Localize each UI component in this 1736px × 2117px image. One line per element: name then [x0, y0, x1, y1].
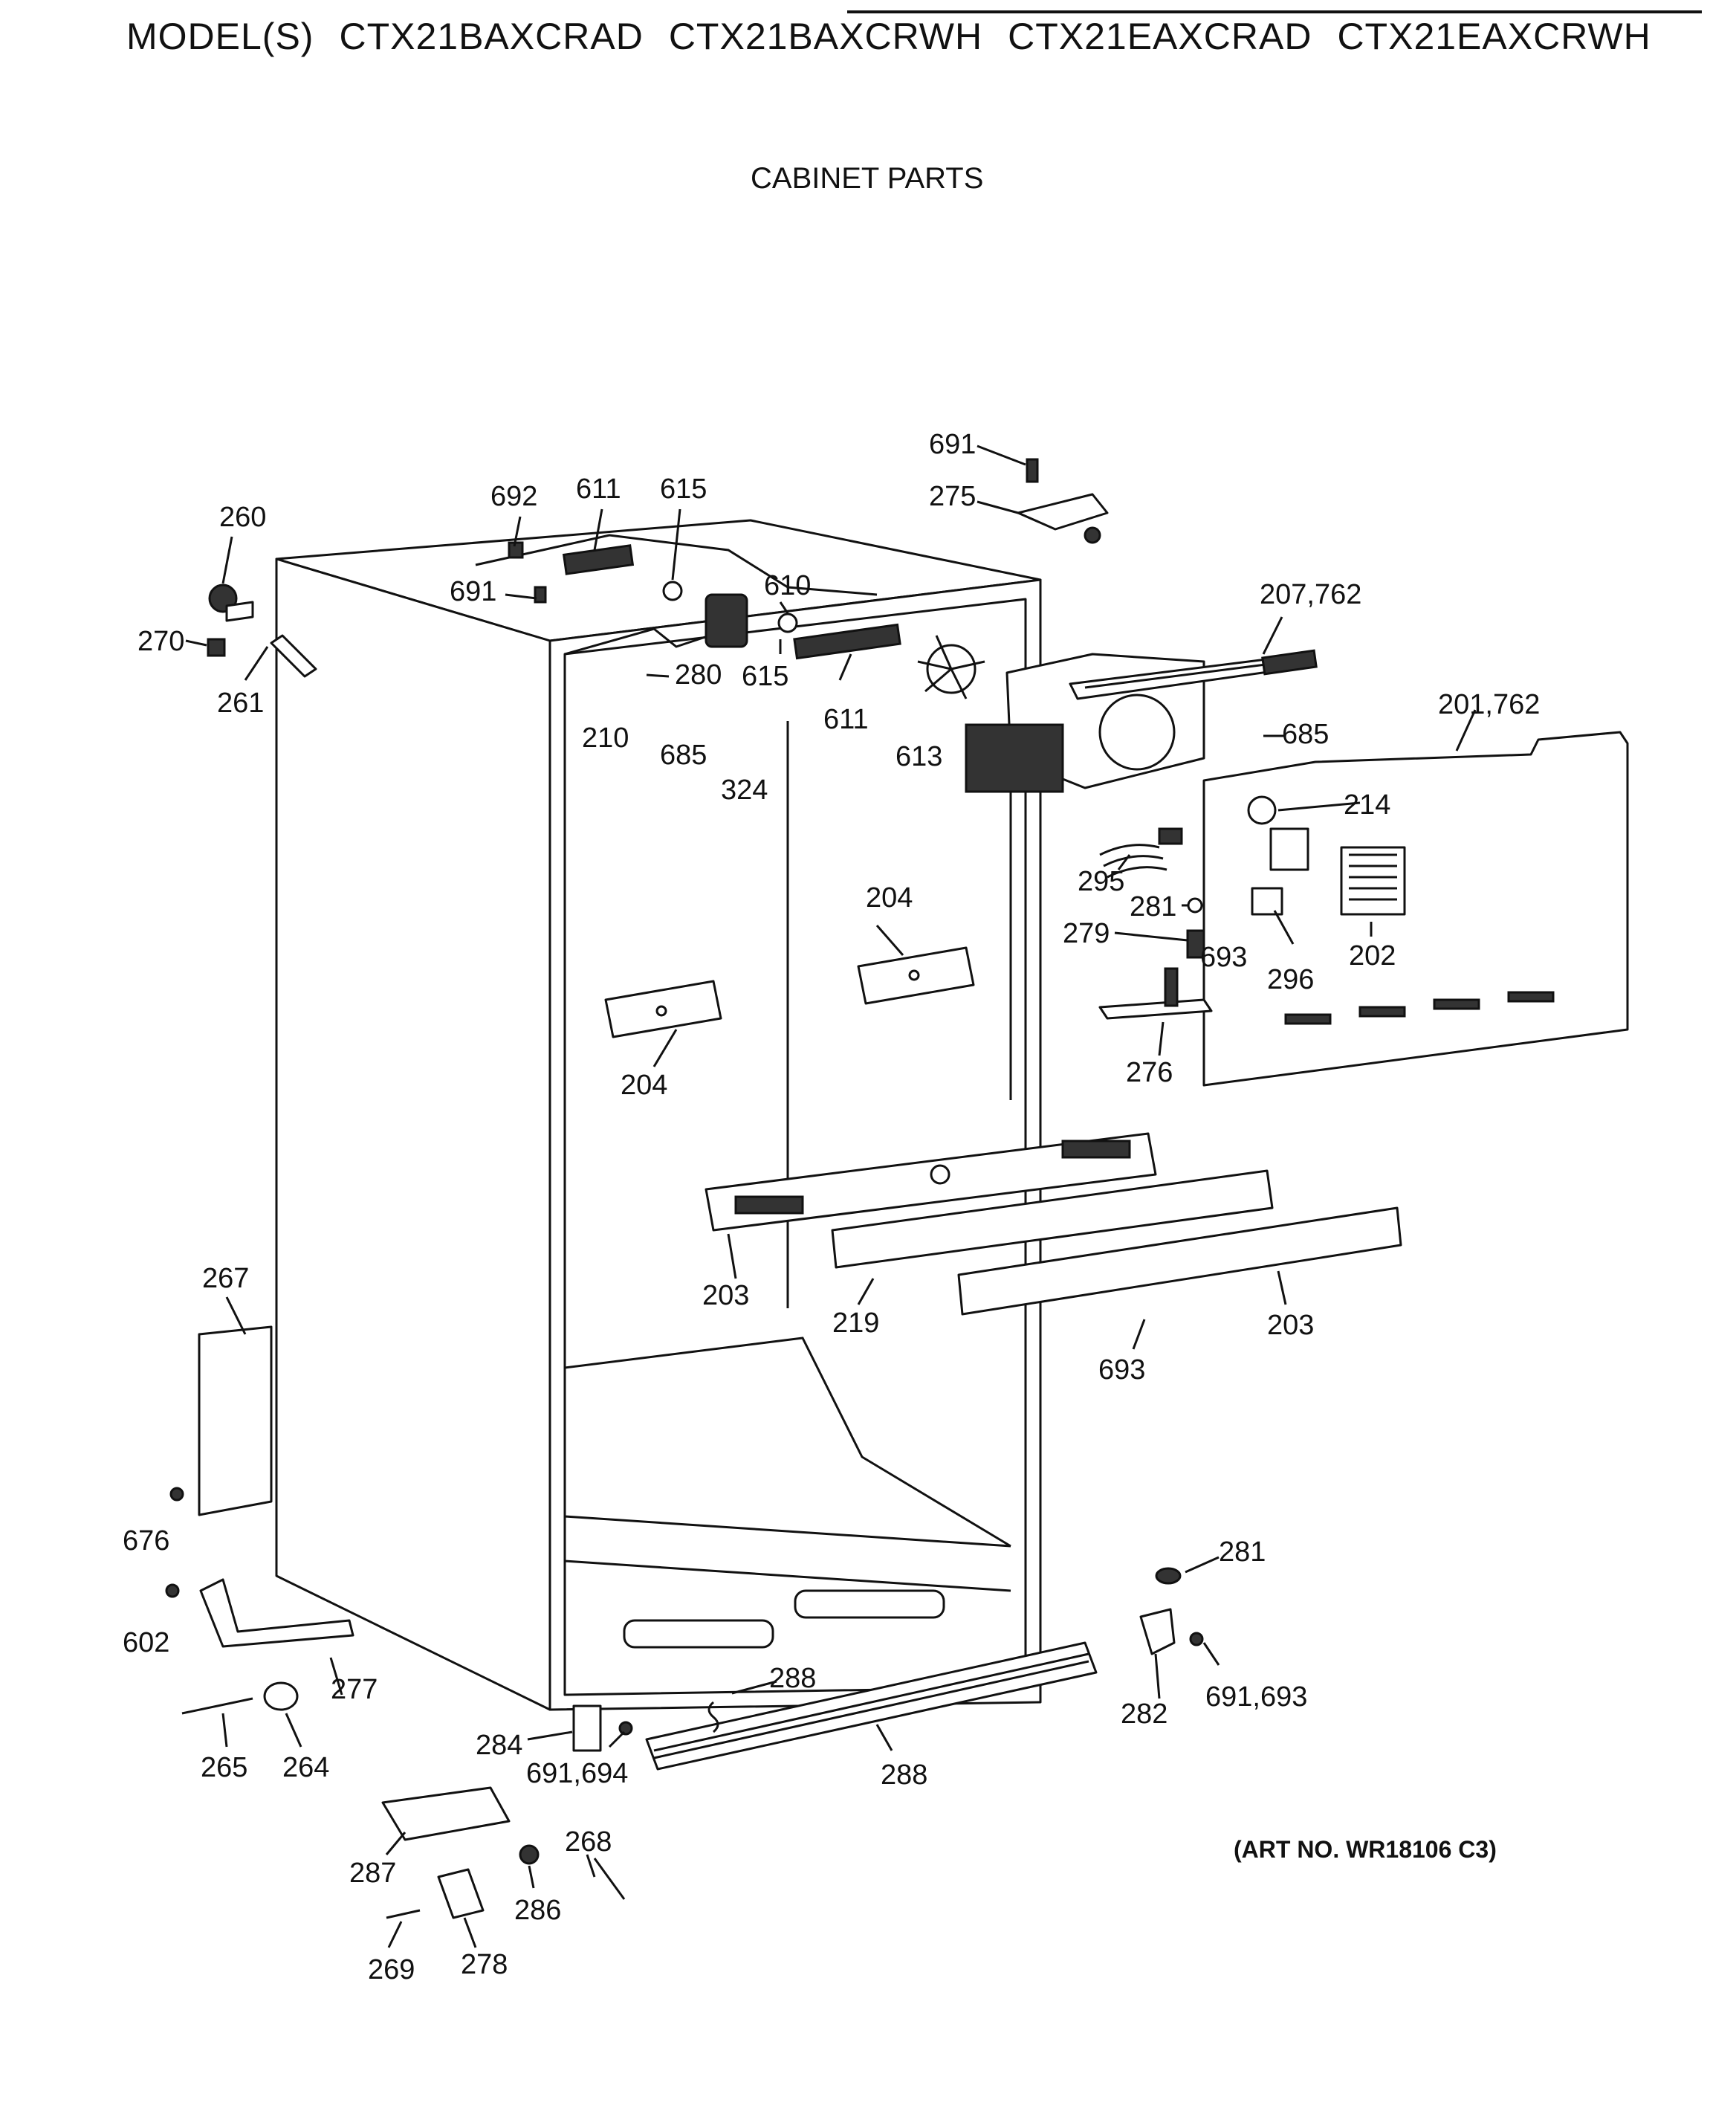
- model-number: CTX21BAXCRWH: [668, 16, 983, 57]
- callout-label: 288: [881, 1759, 927, 1791]
- callout-label: 288: [769, 1663, 816, 1694]
- callout-label: 615: [660, 474, 707, 505]
- callout-label: 287: [349, 1858, 396, 1889]
- callout-label: 602: [123, 1627, 169, 1658]
- damper-control: [1098, 827, 1213, 1020]
- callout-label: 685: [1282, 719, 1329, 750]
- callout-label: 691,694: [526, 1758, 628, 1789]
- model-number: CTX21EAXCRWH: [1337, 16, 1651, 57]
- callout-label: 202: [1349, 940, 1396, 972]
- bottom-grille: [572, 1641, 1098, 1771]
- callout-label: 219: [832, 1308, 879, 1339]
- art-number: (ART NO. WR18106 C3): [1234, 1836, 1497, 1863]
- model-number: CTX21EAXCRAD: [1008, 16, 1312, 57]
- model-prefix: MODEL(S): [126, 16, 314, 57]
- callout-label: 201,762: [1438, 689, 1540, 720]
- callout-label: 611: [823, 704, 869, 735]
- callout-label: 204: [866, 882, 913, 914]
- fan-motor-assembly: [508, 541, 985, 699]
- hinge-part: [1017, 458, 1109, 544]
- callout-label: 691: [929, 429, 976, 460]
- callout-label: 615: [742, 661, 788, 692]
- callout-label: 282: [1121, 1699, 1167, 1730]
- model-number: CTX21BAXCRAD: [339, 16, 644, 57]
- header-rule: [847, 10, 1702, 13]
- callout-label: 324: [721, 775, 768, 806]
- cabinet-body: [275, 519, 1042, 1711]
- callout-label: 278: [461, 1949, 508, 1980]
- callout-label: 261: [217, 688, 264, 719]
- callout-label: 279: [1063, 918, 1110, 949]
- callout-label: 207,762: [1260, 579, 1361, 610]
- callout-label: 676: [123, 1525, 169, 1557]
- callout-label: 613: [895, 741, 942, 772]
- callout-label: 295: [1078, 866, 1124, 897]
- divider-rail: [831, 1169, 1274, 1269]
- callout-label: 268: [565, 1826, 612, 1858]
- callout-label: 693: [1200, 942, 1247, 973]
- shelf-bracket: [857, 946, 975, 1005]
- callout-label: 265: [201, 1752, 247, 1783]
- callout-label: 276: [1126, 1057, 1173, 1088]
- callout-label: 286: [514, 1895, 561, 1926]
- callout-labels: 691 275 692 611 615 260 691 610 207,762 …: [123, 429, 1540, 1985]
- callout-label: 296: [1267, 964, 1314, 995]
- water-valve: [207, 584, 317, 678]
- callout-label: 691: [450, 576, 496, 607]
- callout-label: 692: [490, 481, 537, 512]
- callout-label: 210: [582, 723, 629, 754]
- callout-label: 203: [1267, 1310, 1314, 1341]
- callout-label: 269: [368, 1954, 415, 1985]
- leveling-parts: [165, 1487, 354, 1715]
- door-stop: [1139, 1567, 1204, 1655]
- callout-label: 685: [660, 740, 707, 771]
- callout-label: 284: [476, 1730, 522, 1761]
- callout-label: 270: [137, 626, 184, 657]
- shelf-bracket: [604, 980, 722, 1038]
- evaporator-duct: [965, 649, 1318, 793]
- callout-label: 267: [202, 1263, 249, 1294]
- mullion-rail: [957, 1206, 1402, 1316]
- callout-label: 611: [576, 474, 621, 505]
- callout-label: 264: [282, 1752, 329, 1783]
- section-title: CABINET PARTS: [751, 162, 984, 195]
- callout-label: 214: [1344, 789, 1390, 821]
- callout-label: 610: [764, 570, 811, 601]
- model-header: MODEL(S) CTX21BAXCRAD CTX21BAXCRWH CTX21EAX…: [126, 15, 1677, 58]
- callout-label: 260: [219, 502, 266, 533]
- callout-label: 693: [1098, 1354, 1145, 1386]
- roller-assembly: [381, 1786, 626, 1919]
- callout-label: 280: [675, 659, 722, 691]
- callout-label: 204: [621, 1070, 667, 1101]
- callout-label: 691,693: [1205, 1681, 1307, 1713]
- callout-label: 281: [1130, 891, 1176, 922]
- callout-label: 281: [1219, 1536, 1266, 1568]
- callout-label: 203: [702, 1280, 749, 1311]
- control-panel: [1202, 731, 1629, 1087]
- callout-label: 275: [929, 481, 976, 512]
- callout-label: 277: [331, 1674, 378, 1705]
- leader-lines: [185, 445, 1477, 1948]
- side-panel: [198, 1325, 273, 1516]
- mullion-rail: [705, 1132, 1157, 1232]
